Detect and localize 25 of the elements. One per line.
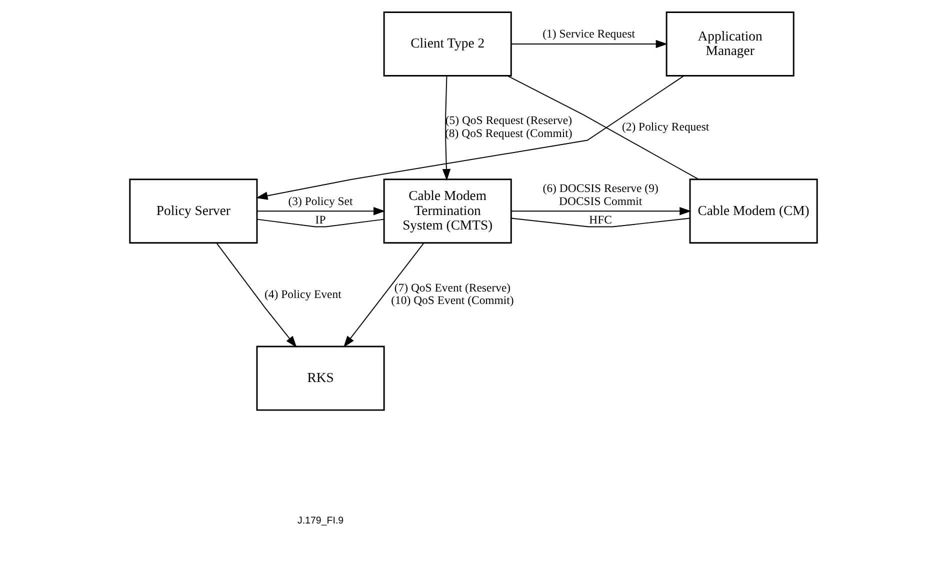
edge-label: (2) Policy Request [622,120,710,134]
edge-label: IP [315,213,326,226]
arrow [256,207,386,216]
arrow [442,75,451,181]
edge-label: (6) DOCSIS Reserve (9) DOCSIS Commit [542,182,658,208]
arrow [343,242,424,348]
edge-label: (7) QoS Event (Reserve) (10) QoS Event (Commit) [391,281,514,308]
node-box: Application Manager [666,11,794,76]
connector [510,218,690,228]
connector [256,218,384,228]
edge-label: HFC [589,213,612,226]
edge-label: (4) Policy Event [264,288,342,301]
node-box: Cable Modem Termination System (CMTS) [383,178,512,244]
connector [507,75,699,180]
arrow [216,242,297,348]
node-box: Policy Server [129,178,258,244]
edge-label: (1) Service Request [542,28,636,41]
node-box: RKS [256,346,385,411]
label: J.179_FI.9 [297,515,344,526]
arrow [510,207,692,216]
node-box: Client Type 2 [383,11,512,76]
arrow [510,40,668,48]
arrow [256,75,684,200]
edge-label: (3) Policy Set [288,194,353,208]
node-box: Cable Modem (CM) [689,178,818,244]
